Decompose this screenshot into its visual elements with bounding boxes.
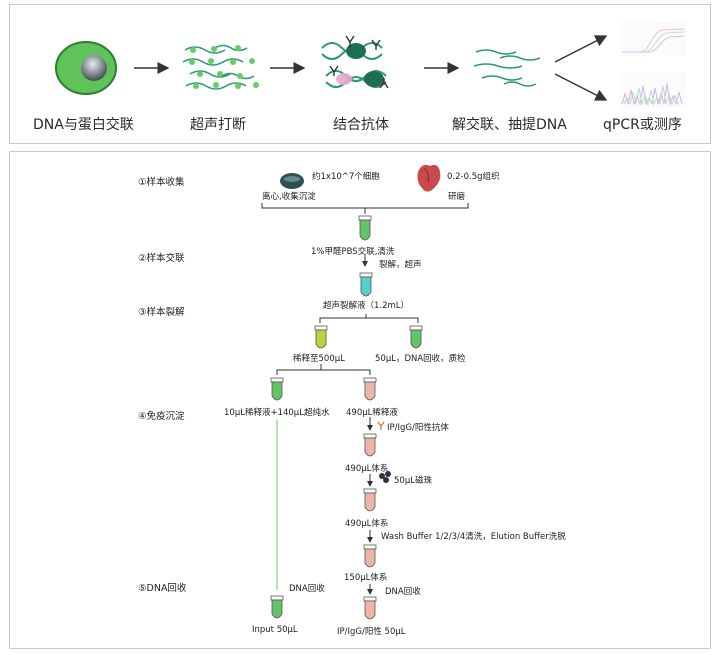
tube-crosslink <box>358 215 372 241</box>
lyse-sonicate-note: 裂解，超声 <box>379 260 422 270</box>
system-150-note: 150μL体系 <box>344 573 388 583</box>
stage-extract-label: 解交联、抽提DNA <box>452 117 567 133</box>
cell-icon <box>55 41 117 95</box>
grind-note: 研磨 <box>448 192 466 202</box>
split-bracket <box>319 314 419 323</box>
tube-eluted <box>363 544 377 568</box>
antibody-note: IP/IgG/阳性抗体 <box>387 423 449 433</box>
tube-qc <box>409 325 423 349</box>
tube-antibody <box>363 433 377 457</box>
tube-lysate <box>359 272 373 297</box>
step-1-label: ①样本收集 <box>138 177 185 188</box>
stage-crosslink-label: DNA与蛋白交联 <box>33 117 134 133</box>
sequencing-trace-icon <box>620 72 686 108</box>
dilute-note: 稀释至500μL <box>293 354 345 364</box>
tube-input-mix <box>270 377 284 401</box>
stage-antibody-label: 结合抗体 <box>333 117 389 133</box>
flow-arrow-upper <box>554 35 608 63</box>
stage-readout-label: qPCR或测序 <box>603 117 682 133</box>
beads-note: 50μL磁珠 <box>394 476 432 486</box>
step-4-label: ④免疫沉淀 <box>138 411 185 422</box>
workflow-panel <box>9 4 711 144</box>
tube-input-final <box>270 595 284 619</box>
ip-final-note: IP/IgG/阳性 50μL <box>337 627 406 637</box>
cell-pellet-icon <box>280 173 304 189</box>
tube-diluted <box>314 325 328 349</box>
cells-note: 约1x10^7个细胞 <box>312 172 380 182</box>
magnetic-beads-icon <box>379 471 391 483</box>
dna-recovery-left-note: DNA回收 <box>289 584 325 594</box>
diluted-490-note: 490μL稀释液 <box>346 408 398 418</box>
antibody-icon <box>377 421 385 430</box>
wash-note: Wash Buffer 1/2/3/4清洗，Elution Buffer洗脱 <box>381 532 566 542</box>
nucleosome-dots <box>189 45 259 89</box>
input-mix-note: 10μL稀释液+140μL超纯水 <box>224 408 330 418</box>
tube-ip-final <box>363 596 377 620</box>
tissue-note: 0.2-0.5g组织 <box>447 172 500 182</box>
input-final-note: Input 50μL <box>252 625 298 635</box>
dna-recovery-right-note: DNA回收 <box>385 587 421 597</box>
step-3-label: ③样本裂解 <box>138 307 185 318</box>
crosslink-note: 1%甲醛PBS交联,清洗 <box>311 247 395 257</box>
purified-dna-icon <box>473 49 541 87</box>
tube-beads <box>363 488 377 512</box>
sonication-buffer-note: 超声裂解液（1.2mL） <box>323 301 410 311</box>
merge-bracket <box>261 203 469 214</box>
split-bracket-2 <box>276 364 371 375</box>
tube-ip-490 <box>363 377 377 401</box>
stage-sonication-label: 超声打断 <box>190 117 246 133</box>
centrifuge-note: 离心,收集沉淀 <box>262 192 316 202</box>
tissue-icon <box>417 164 441 192</box>
qpcr-plot-icon <box>620 22 686 56</box>
step-5-label: ⑤DNA回收 <box>138 583 187 594</box>
flow-arrow-lower <box>554 73 608 101</box>
system-490a-note: 490μL体系 <box>345 464 389 474</box>
system-490b-note: 490μL体系 <box>345 519 389 529</box>
qc-note: 50μL，DNA回收，质检 <box>375 354 466 364</box>
antibody-binding-icon <box>321 35 389 89</box>
step-2-label: ②样本交联 <box>138 253 185 264</box>
